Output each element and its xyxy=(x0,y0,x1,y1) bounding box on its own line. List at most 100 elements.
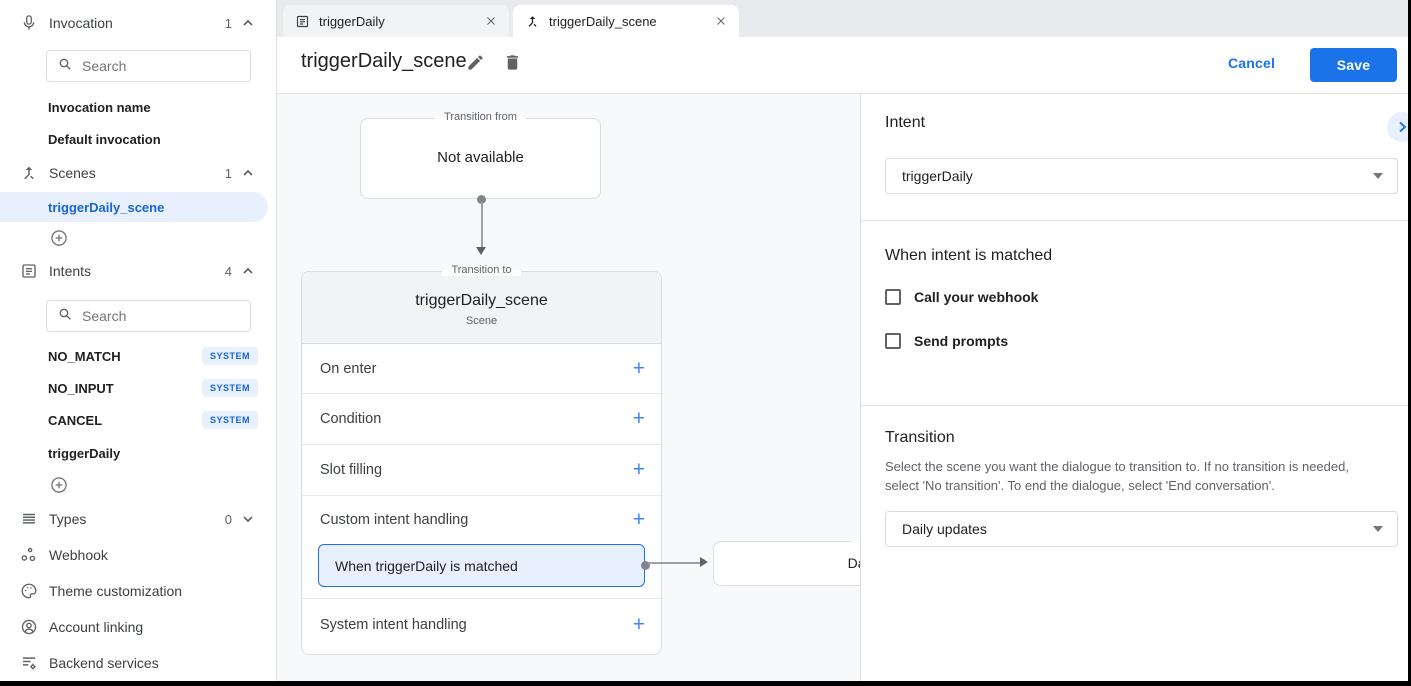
sidebar-section-invocation[interactable]: Invocation 1 xyxy=(0,11,276,35)
add-intent-button[interactable] xyxy=(49,475,69,495)
sidebar-section-types[interactable]: Types 0 xyxy=(0,507,276,531)
connector-dot xyxy=(641,561,650,570)
trash-icon xyxy=(506,55,519,70)
system-badge: SYSTEM xyxy=(201,379,258,397)
sidebar-section-scenes[interactable]: Scenes 1 xyxy=(0,161,276,185)
scene-graph-canvas[interactable]: Transition from Not available Transition… xyxy=(277,94,860,681)
merge-arrows-icon xyxy=(20,164,38,182)
sidebar-item-theme-customization[interactable]: Theme customization xyxy=(0,579,276,603)
invocation-search xyxy=(46,50,251,82)
merge-arrows-icon xyxy=(525,14,540,29)
sidebar-section-label: Intents xyxy=(49,263,92,279)
transition-description: Select the scene you want the dialogue t… xyxy=(885,459,1349,493)
sidebar-item-account-linking[interactable]: Account linking xyxy=(0,615,276,639)
row-label: Slot filling xyxy=(320,462,383,478)
sidebar-section-intents[interactable]: Intents 4 xyxy=(0,259,276,283)
sidebar-item-triggerdaily-scene[interactable]: triggerDaily_scene xyxy=(0,192,268,222)
close-icon[interactable] xyxy=(483,13,499,29)
article-icon xyxy=(20,262,38,280)
sidebar-item-label: Theme customization xyxy=(49,583,183,599)
tab-triggerdaily[interactable]: triggerDaily xyxy=(283,5,509,37)
scene-node-subtitle: Scene xyxy=(465,315,498,327)
tab-label: triggerDaily_scene xyxy=(549,13,657,29)
invocation-search-input[interactable] xyxy=(82,58,222,74)
edit-scene-button[interactable] xyxy=(466,53,486,73)
intents-search xyxy=(46,300,251,332)
add-condition-button[interactable]: + xyxy=(632,407,645,430)
scene-node-header[interactable]: triggerDaily_scene Scene xyxy=(302,272,661,344)
close-icon[interactable] xyxy=(713,13,729,29)
item-label: triggerDaily_scene xyxy=(48,199,165,215)
delete-scene-button[interactable] xyxy=(503,53,523,73)
scene-row-slot-filling[interactable]: Slot filling + xyxy=(302,445,661,496)
scene-row-custom-intent-handling: Custom intent handling + When triggerDai… xyxy=(302,496,661,599)
save-button[interactable]: Save xyxy=(1310,48,1397,82)
sidebar-item-triggerdaily[interactable]: triggerDaily xyxy=(48,444,258,462)
article-icon xyxy=(295,14,310,29)
chevron-down-icon[interactable] xyxy=(242,515,254,523)
sidebar-item-no-match[interactable]: NO_MATCH SYSTEM xyxy=(48,347,258,365)
add-on-enter-button[interactable]: + xyxy=(632,356,645,380)
arrowhead-down-icon xyxy=(476,247,486,255)
item-label: Invocation name xyxy=(48,99,151,115)
node-legend: Transition to xyxy=(714,534,860,546)
scene-node: Transition to triggerDaily_scene Scene O… xyxy=(301,264,662,655)
panel-divider xyxy=(861,220,1408,221)
cancel-button[interactable]: Cancel xyxy=(1228,55,1276,71)
checkbox-unchecked-icon[interactable] xyxy=(885,333,901,349)
add-scene-button[interactable] xyxy=(49,228,69,248)
system-badge: SYSTEM xyxy=(201,411,258,429)
item-label: CANCEL xyxy=(48,412,103,428)
add-custom-intent-button[interactable]: + xyxy=(632,508,645,531)
chevron-up-icon[interactable] xyxy=(242,169,254,177)
call-webhook-checkbox-row[interactable]: Call your webhook xyxy=(885,289,1038,305)
connector-dot xyxy=(477,195,486,204)
sidebar-item-label: Backend services xyxy=(49,655,159,671)
collapse-panel-button[interactable] xyxy=(1387,112,1411,142)
item-label: triggerDaily xyxy=(48,445,121,461)
palette-icon xyxy=(20,582,38,600)
add-slot-filling-button[interactable]: + xyxy=(632,458,645,481)
caret-down-icon xyxy=(1373,526,1383,532)
tab-strip: triggerDaily triggerDaily_scene xyxy=(277,0,1408,37)
add-system-intent-button[interactable]: + xyxy=(632,613,645,636)
transition-target-node[interactable]: Transition to Daily updates xyxy=(713,534,860,586)
page-title: triggerDaily_scene xyxy=(301,50,467,72)
transition-select[interactable]: Daily updates xyxy=(885,511,1398,547)
sidebar-item-label: Webhook xyxy=(49,547,108,563)
matched-intent-card[interactable]: When triggerDaily is matched xyxy=(318,544,650,587)
sidebar-item-invocation-name[interactable]: Invocation name xyxy=(48,98,258,116)
mic-icon xyxy=(20,14,38,32)
custom-intent-handling-header[interactable]: Custom intent handling + xyxy=(302,496,661,544)
sidebar-item-default-invocation[interactable]: Default invocation xyxy=(48,130,258,148)
item-label: NO_INPUT xyxy=(48,380,114,396)
header-divider xyxy=(277,93,1408,94)
scene-row-system-intent-handling[interactable]: System intent handling + xyxy=(302,599,661,651)
section-count: 1 xyxy=(224,165,232,181)
checkbox-label: Send prompts xyxy=(914,333,1009,349)
intents-search-input[interactable] xyxy=(82,308,222,324)
intent-select[interactable]: triggerDaily xyxy=(885,158,1398,194)
scene-row-condition[interactable]: Condition + xyxy=(302,394,661,445)
send-prompts-checkbox-row[interactable]: Send prompts xyxy=(885,333,1008,349)
webhook-icon xyxy=(20,546,38,564)
checkbox-unchecked-icon[interactable] xyxy=(885,289,901,305)
sidebar-item-no-input[interactable]: NO_INPUT SYSTEM xyxy=(48,379,258,397)
list-gear-icon xyxy=(20,654,38,672)
system-badge: SYSTEM xyxy=(201,347,258,365)
scene-row-on-enter[interactable]: On enter + xyxy=(302,344,661,394)
sidebar-item-cancel[interactable]: CANCEL SYSTEM xyxy=(48,411,258,429)
section-count: 1 xyxy=(224,15,232,31)
caret-down-icon xyxy=(1373,173,1383,179)
chevron-up-icon[interactable] xyxy=(242,267,254,275)
sidebar-item-webhook[interactable]: Webhook xyxy=(0,543,276,567)
tab-triggerdaily-scene[interactable]: triggerDaily_scene xyxy=(513,5,739,37)
row-label: Custom intent handling xyxy=(320,512,469,528)
intent-editor-panel: Intent triggerDaily When intent is match… xyxy=(860,94,1411,681)
chevron-up-icon[interactable] xyxy=(242,19,254,27)
connector-line-vertical xyxy=(481,202,483,248)
sidebar-item-backend-services[interactable]: Backend services xyxy=(0,651,276,675)
chevron-right-icon xyxy=(1399,121,1407,133)
transition-from-node[interactable]: Transition from Not available xyxy=(360,111,601,199)
